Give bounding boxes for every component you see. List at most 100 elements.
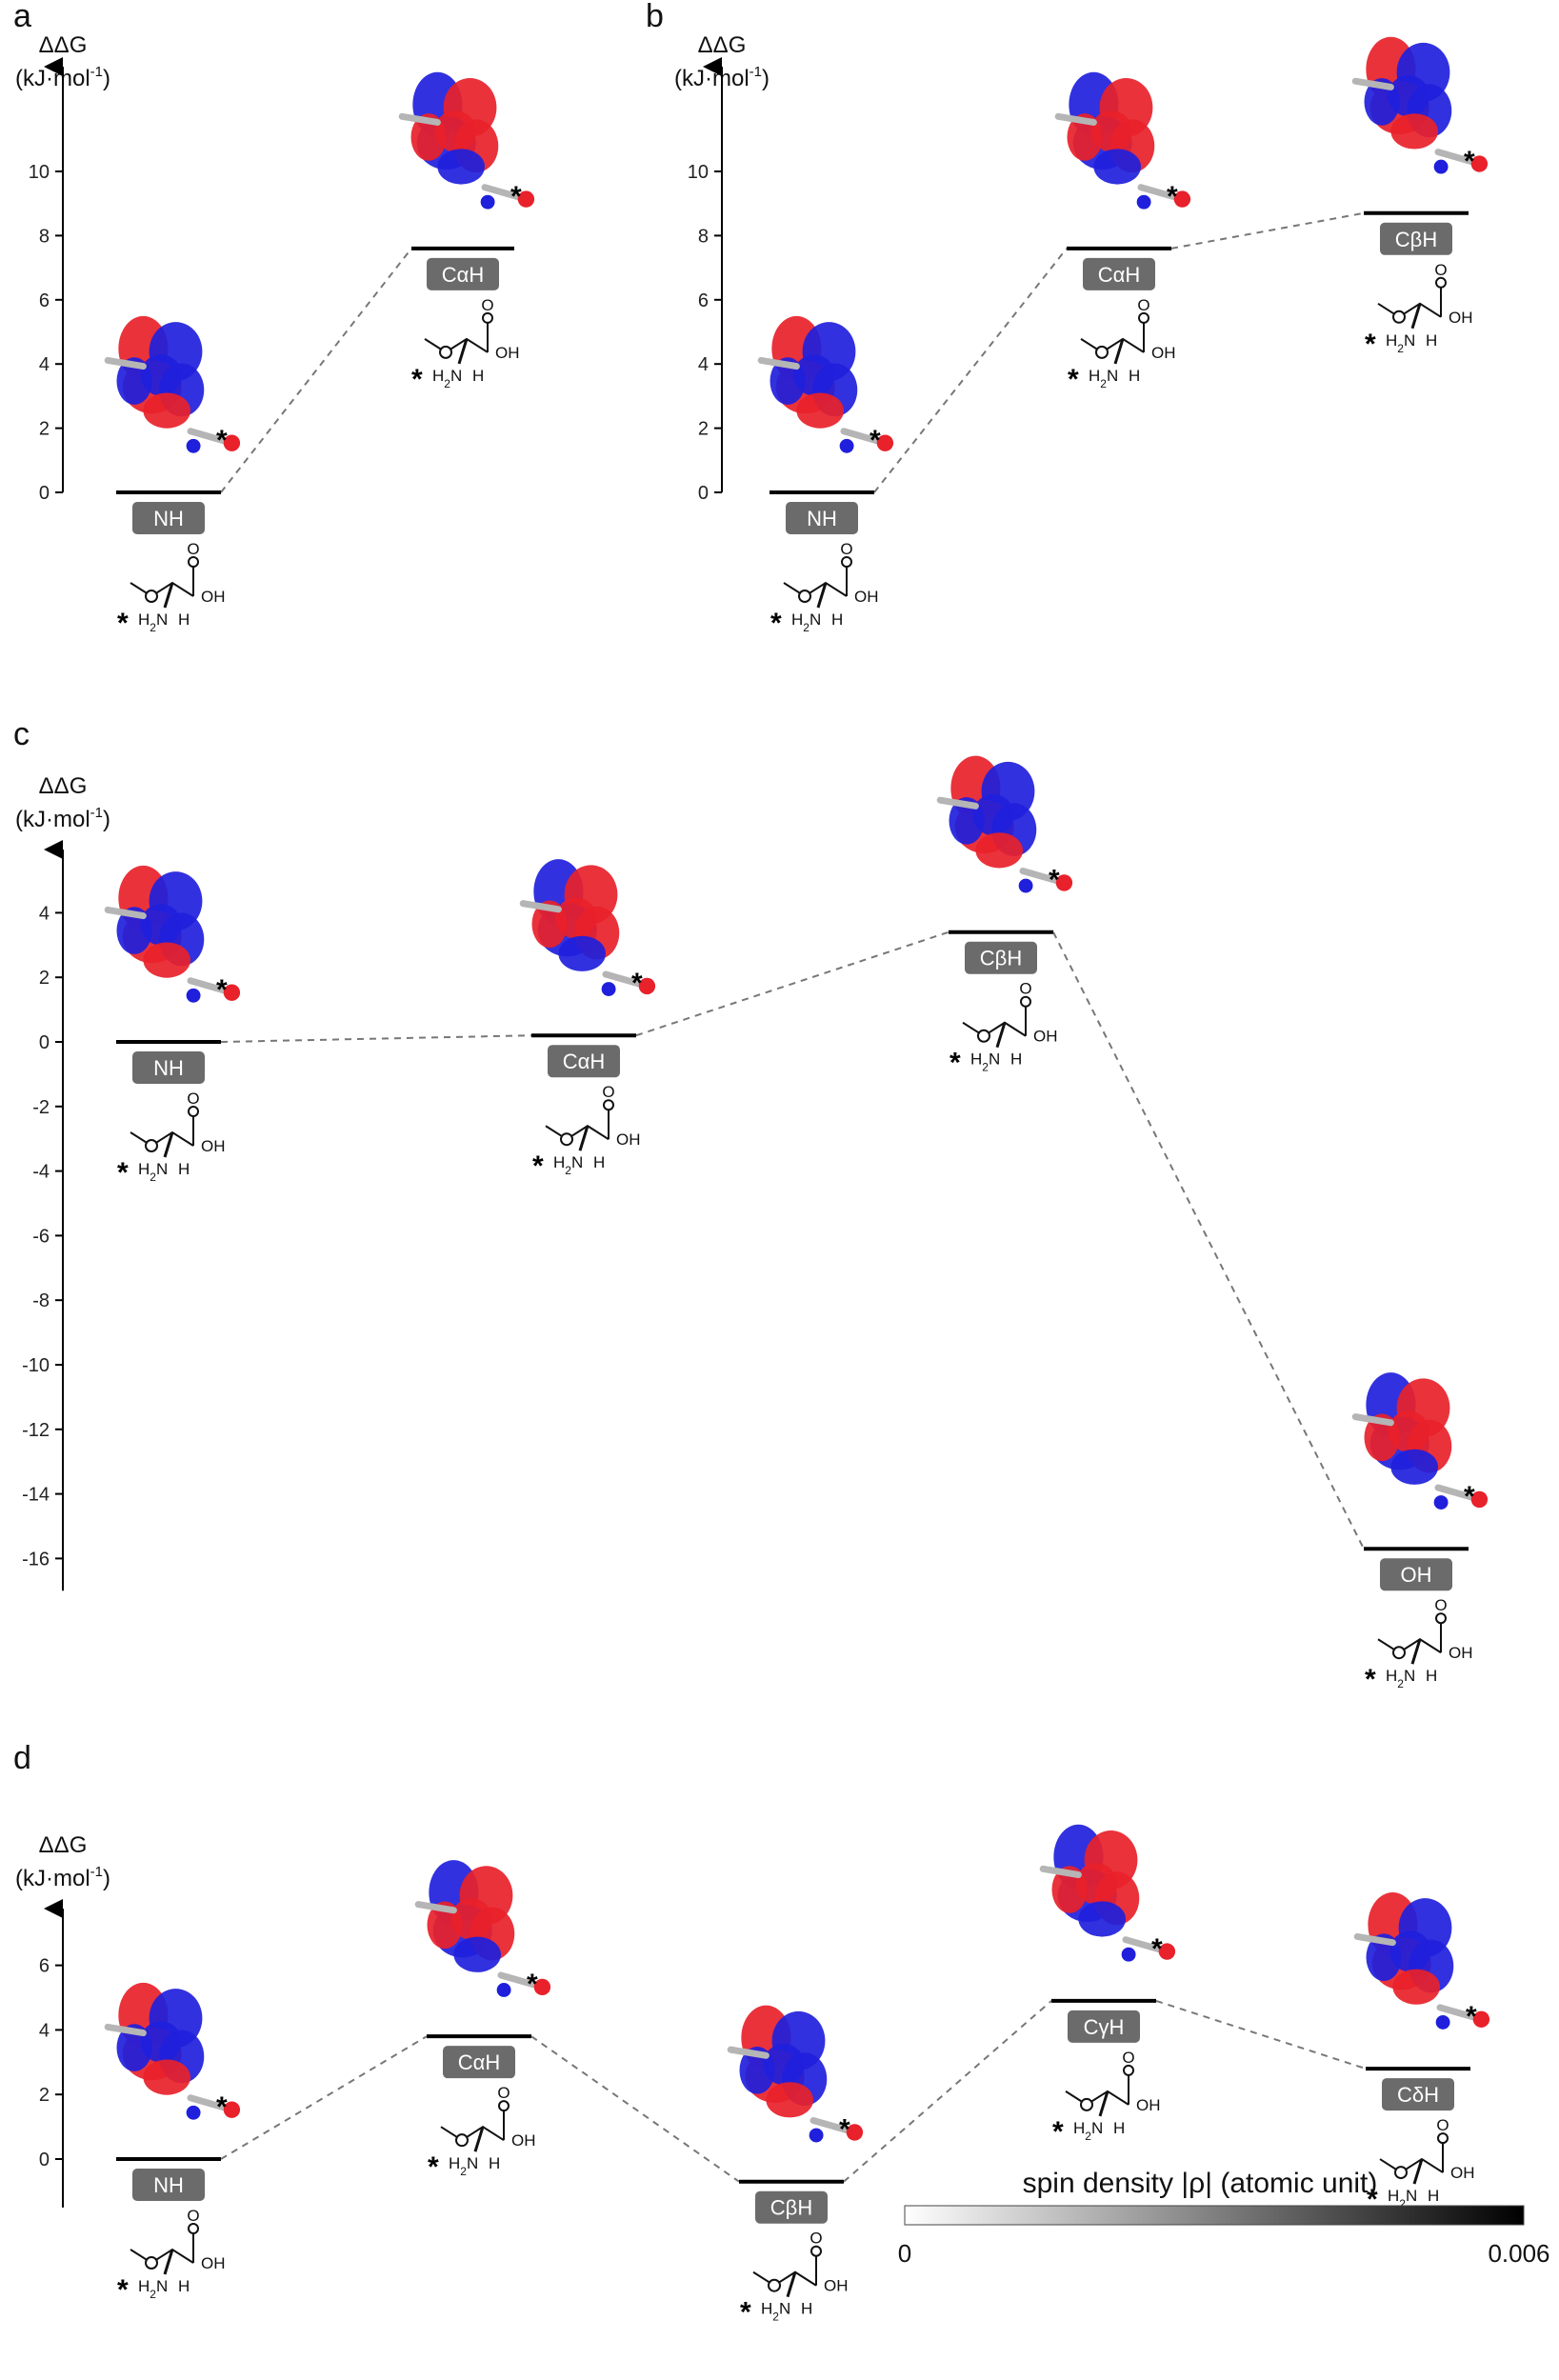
radical-site-icon xyxy=(798,590,811,603)
level-label-box xyxy=(1382,2078,1454,2111)
atom-oxygen xyxy=(517,190,535,208)
radical-star-icon: * xyxy=(949,1048,961,1079)
atom-nitrogen xyxy=(809,2128,824,2143)
orbital-lobe xyxy=(143,942,190,978)
carbonyl-oxygen-icon xyxy=(841,556,852,568)
atom-label-oh: OH xyxy=(1449,1644,1473,1662)
atom-nitrogen xyxy=(186,438,201,453)
level-label: CγH xyxy=(1084,2015,1125,2039)
level-label: OH xyxy=(1401,1563,1432,1587)
atom-label-h: H xyxy=(1426,331,1437,350)
atom-label-h: H xyxy=(831,610,843,629)
y-tick-label: 0 xyxy=(39,483,50,504)
carbonyl-oxygen-icon xyxy=(1020,995,1031,1008)
atom-label-h2n: H2N xyxy=(449,2154,478,2178)
level-label: CαH xyxy=(442,263,485,287)
radical-star-icon: * xyxy=(1466,2001,1477,2032)
radical-site-icon xyxy=(145,590,158,603)
radical-site-icon xyxy=(1392,310,1406,324)
y-tick-label: -2 xyxy=(32,1097,50,1118)
atom-label-o: O xyxy=(481,296,493,314)
level-label: CβH xyxy=(770,2196,812,2220)
bond-stick xyxy=(1351,1413,1394,1427)
atom-label-h: H xyxy=(178,2277,190,2295)
wedge-bond xyxy=(473,2126,485,2152)
y-axis-unit: (kJ·mol-1) xyxy=(15,805,110,832)
bond-stick xyxy=(104,906,147,920)
panel-letter: d xyxy=(13,1740,31,1776)
bond-stick xyxy=(757,356,800,370)
y-tick-label: 4 xyxy=(39,354,50,375)
radical-star-icon: * xyxy=(1167,181,1178,212)
atom-label-h: H xyxy=(489,2154,500,2172)
level-label-box xyxy=(1068,2010,1140,2043)
radical-star-icon: * xyxy=(532,1150,544,1182)
atom-label-oh: OH xyxy=(854,588,879,606)
atom-label-o: O xyxy=(187,540,199,558)
level-connector xyxy=(1170,211,1365,250)
level-label-box xyxy=(548,1045,620,1078)
orbital-lobe xyxy=(437,149,486,185)
skeleton-bond xyxy=(545,1125,610,1141)
radical-star-icon: * xyxy=(216,2091,228,2123)
atom-label-o: O xyxy=(602,1083,614,1101)
atom-label-h: H xyxy=(593,1153,605,1171)
atom-nitrogen xyxy=(1433,159,1449,174)
orbital-lobe xyxy=(766,2082,813,2118)
atom-nitrogen xyxy=(839,438,854,453)
y-axis-title: ΔΔG xyxy=(39,773,88,799)
atom-nitrogen xyxy=(601,982,616,996)
radical-site-icon xyxy=(1095,345,1109,359)
level-connector xyxy=(1052,931,1365,1550)
colorbar-title: spin density |ρ| (atomic unit) xyxy=(1023,2168,1378,2199)
bond-stick xyxy=(104,356,147,370)
wedge-bond xyxy=(1410,1638,1422,1665)
orbital-lobe xyxy=(1390,1449,1438,1485)
atom-label-h: H xyxy=(1010,1050,1022,1069)
atom-label-oh: OH xyxy=(511,2131,536,2150)
atom-oxygen xyxy=(533,1978,551,1996)
atom-label-h2n: H2N xyxy=(1386,1667,1415,1690)
level-label-box xyxy=(755,2190,828,2224)
atom-label-oh: OH xyxy=(201,2254,226,2272)
atom-label-h2n: H2N xyxy=(761,2300,790,2324)
colorbar: spin density |ρ| (atomic unit) 0 0.006 xyxy=(898,2168,1550,2268)
atom-label-oh: OH xyxy=(201,1137,226,1155)
skeleton-bond xyxy=(962,1021,1027,1037)
atom-label-h2n: H2N xyxy=(1388,2187,1417,2210)
atom-oxygen xyxy=(223,984,241,1001)
radical-star-icon: * xyxy=(1464,1481,1475,1512)
level-label: CβH xyxy=(1395,228,1437,251)
radical-star-icon: * xyxy=(869,425,881,456)
carbonyl-oxygen-icon xyxy=(188,556,199,568)
orbital-lobe xyxy=(1392,1969,1440,2005)
atom-label-o: O xyxy=(840,540,852,558)
level-label-box xyxy=(1380,1558,1452,1591)
y-tick-label: 4 xyxy=(698,354,709,375)
radical-site-icon xyxy=(977,1029,990,1043)
radical-site-icon xyxy=(560,1132,573,1147)
radical-star-icon: * xyxy=(631,968,643,999)
wedge-bond xyxy=(786,2271,797,2298)
y-tick-label: -6 xyxy=(32,1226,50,1247)
level-connector xyxy=(220,1034,532,1043)
skeleton-bond xyxy=(1377,1638,1442,1654)
level-connector xyxy=(220,248,412,493)
radical-site-icon xyxy=(145,2256,158,2270)
atom-nitrogen xyxy=(186,988,201,1003)
atom-label-oh: OH xyxy=(1449,309,1473,327)
atom-label-h2n: H2N xyxy=(970,1050,1000,1074)
wedge-bond xyxy=(1113,338,1125,365)
atom-label-oh: OH xyxy=(1151,344,1176,362)
radical-star-icon: * xyxy=(1365,329,1376,360)
level-label-box xyxy=(132,502,205,534)
radical-star-icon: * xyxy=(1151,1933,1163,1965)
level-label: CαH xyxy=(563,1050,606,1073)
bond-stick xyxy=(1351,77,1394,90)
skeleton-bond xyxy=(783,581,848,598)
atom-oxygen xyxy=(638,977,656,995)
radical-site-icon xyxy=(455,2133,469,2148)
y-tick-label: 6 xyxy=(39,290,50,311)
atom-label-h: H xyxy=(472,367,484,385)
